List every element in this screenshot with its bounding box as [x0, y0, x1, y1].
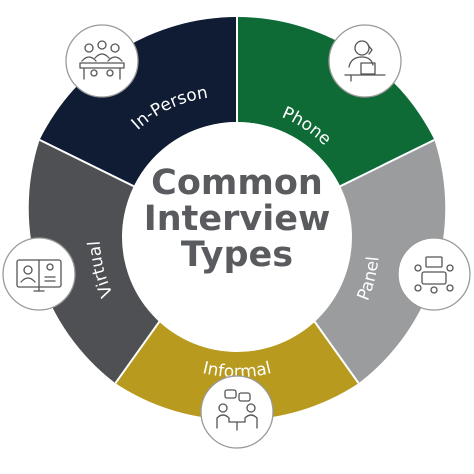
segment-virtual: [28, 139, 174, 384]
people-at-table-icon: [65, 24, 139, 98]
segment-phone: [237, 17, 435, 187]
segment-panel: [300, 139, 446, 384]
panel-meeting-table-icon: [397, 237, 471, 311]
center-title-line-3: Types: [181, 235, 293, 275]
two-people-chatting-icon: [200, 375, 274, 449]
center-title-line-2: Interview: [144, 199, 331, 239]
video-call-monitor-icon: [2, 237, 76, 311]
person-with-phone-at-desk-icon: [328, 24, 402, 98]
center-disk: [122, 122, 352, 352]
center-title-line-1: Common: [151, 163, 323, 203]
segment-in-person: [39, 17, 237, 187]
